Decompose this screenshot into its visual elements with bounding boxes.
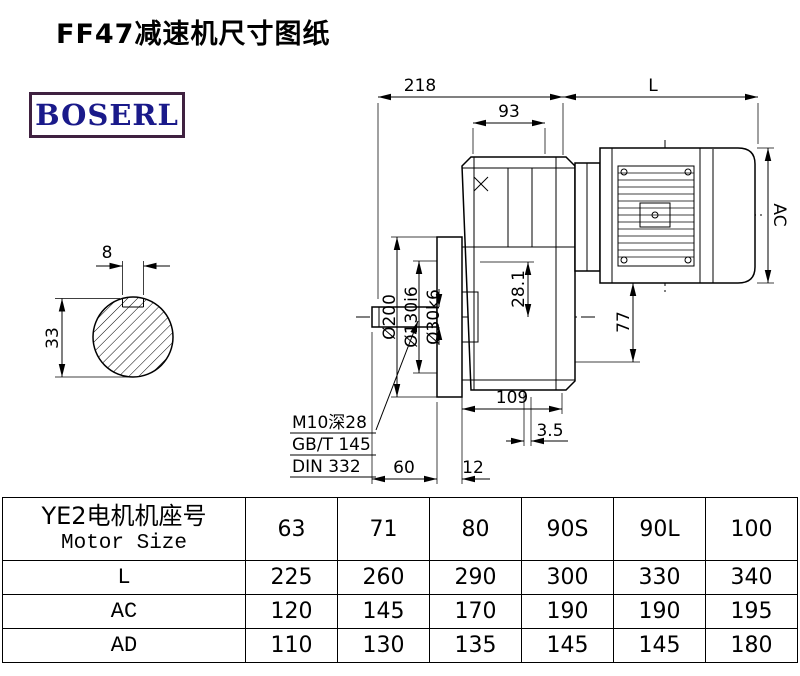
- row-label-AD: AD: [2, 628, 246, 663]
- cell-AD-80: 135: [429, 628, 522, 663]
- brand-logo-text: BOSERL: [35, 98, 179, 132]
- motor: [599, 147, 756, 284]
- table-header-row: YE2电机机座号 Motor Size 63 71 80 90S 90L 100: [2, 497, 798, 561]
- motor-size-80: 80: [429, 497, 522, 561]
- cell-AC-90s: 190: [521, 594, 614, 629]
- dim-housing-top: 93: [498, 102, 520, 122]
- shaft-section-view: 8 33: [43, 243, 174, 378]
- page-title: FF47减速机尺寸图纸: [56, 19, 331, 50]
- motor-adapter: [574, 162, 601, 272]
- cell-AC-90l: 190: [613, 594, 706, 629]
- cell-L-100: 340: [705, 560, 798, 595]
- cell-L-80: 290: [429, 560, 522, 595]
- cell-AD-90s: 145: [521, 628, 614, 663]
- dim-109: 109: [496, 388, 528, 408]
- table-header-en: Motor Size: [60, 531, 188, 555]
- motor-size-71: 71: [337, 497, 430, 561]
- cell-AD-90l: 145: [613, 628, 706, 663]
- row-label-AC: AC: [2, 594, 246, 629]
- dim-77: 77: [614, 311, 634, 333]
- cell-AD-71: 130: [337, 628, 430, 663]
- cell-AC-100: 195: [705, 594, 798, 629]
- note-std1: GB/T 145: [292, 435, 371, 455]
- dim-flange-dia: Ø200: [380, 294, 400, 340]
- dim-key-width: 8: [102, 243, 113, 263]
- tapped-hole-notes: M10深28 GB/T 145 DIN 332: [290, 320, 419, 478]
- table-row-L: L 225 260 290 300 330 340: [2, 560, 798, 595]
- note-std2: DIN 332: [292, 457, 361, 477]
- dim-shaft-dia: Ø30k6: [424, 289, 444, 345]
- cell-AC-63: 120: [245, 594, 338, 629]
- dim-motor-length: L: [648, 76, 658, 96]
- cell-AC-80: 170: [429, 594, 522, 629]
- table-row-AC: AC 120 145 170 190 190 195: [2, 594, 798, 629]
- cell-AD-100: 180: [705, 628, 798, 663]
- cell-AC-71: 145: [337, 594, 430, 629]
- output-flange: [436, 236, 463, 398]
- motor-size-100: 100: [705, 497, 798, 561]
- main-assembly-view: 218 L 93 AC 77 28.1: [290, 76, 789, 484]
- cell-L-90l: 330: [613, 560, 706, 595]
- cell-L-63: 225: [245, 560, 338, 595]
- table-row-AD: AD 110 130 135 145 145 180: [2, 628, 798, 663]
- motor-size-90l: 90L: [613, 497, 706, 561]
- note-tap: M10深28: [292, 413, 367, 433]
- dim-section-height: 33: [43, 327, 63, 349]
- table-header-motor-size: YE2电机机座号 Motor Size: [2, 497, 246, 561]
- dim-shaft-len: 60: [393, 458, 415, 478]
- motor-size-90s: 90S: [521, 497, 614, 561]
- motor-size-table: YE2电机机座号 Motor Size 63 71 80 90S 90L 100…: [2, 497, 798, 663]
- gearbox-housing: [461, 156, 576, 391]
- cell-AD-63: 110: [245, 628, 338, 663]
- dim-motor-height: AC: [769, 203, 789, 226]
- dim-top-width: 218: [404, 76, 436, 96]
- cell-L-90s: 300: [521, 560, 614, 595]
- table-header-cn: YE2电机机座号: [41, 502, 207, 530]
- motor-size-63: 63: [245, 497, 338, 561]
- brand-logo: BOSERL: [29, 92, 185, 138]
- dim-28-1: 28.1: [509, 270, 529, 308]
- dim-3-5: 3.5: [536, 421, 563, 441]
- cell-L-71: 260: [337, 560, 430, 595]
- row-label-L: L: [2, 560, 246, 595]
- dim-spigot-dia: Ø130i6: [402, 286, 422, 347]
- motor-fins: [618, 172, 694, 258]
- dim-12: 12: [462, 458, 484, 478]
